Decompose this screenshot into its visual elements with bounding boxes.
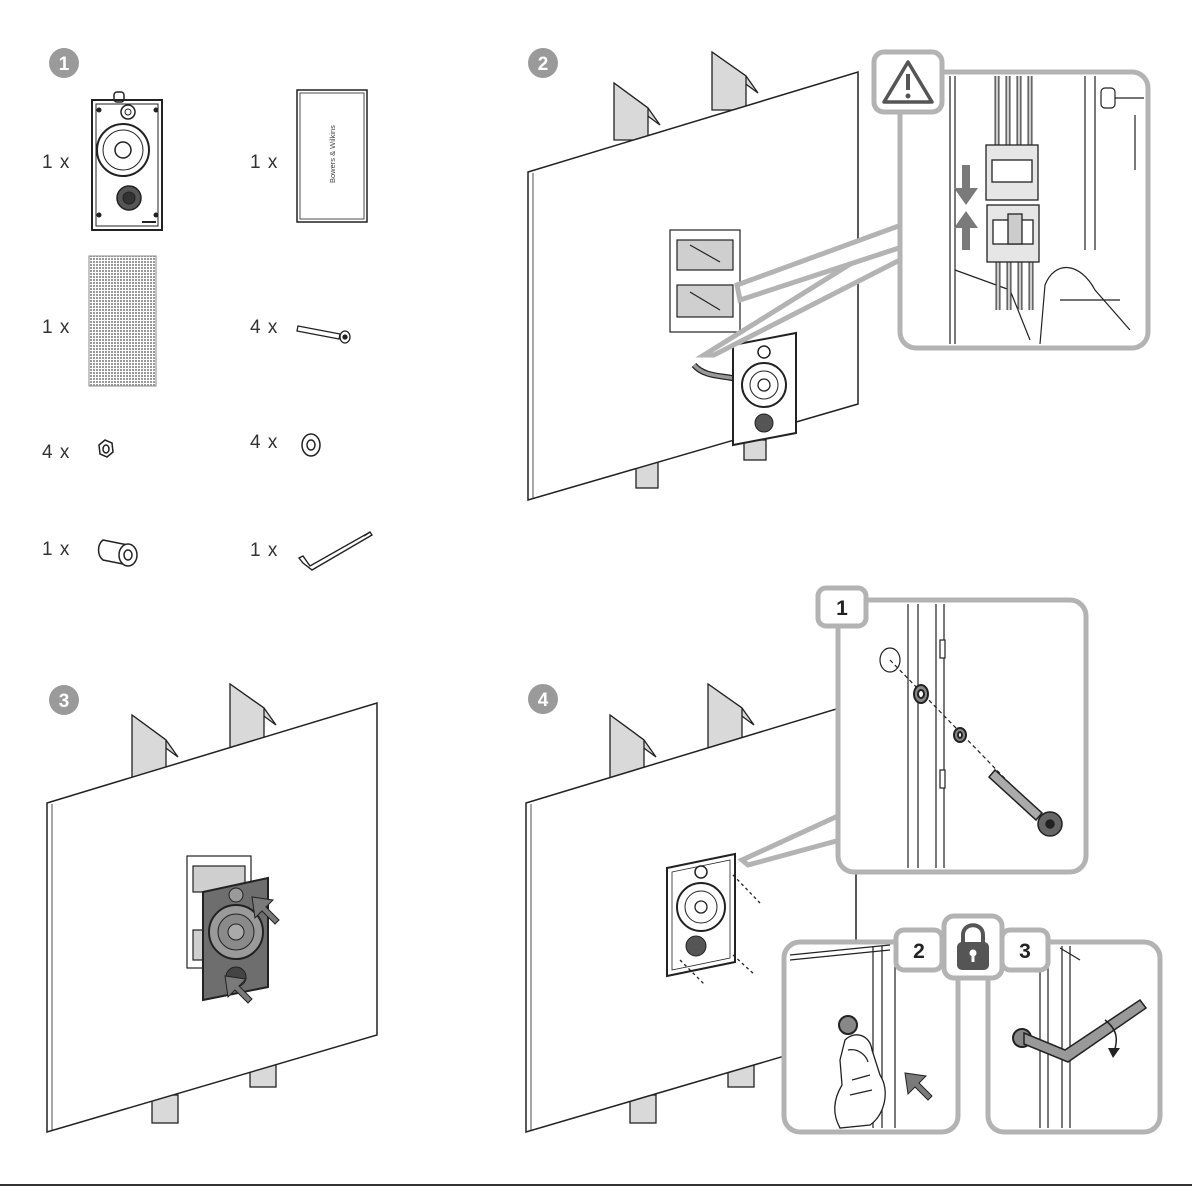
nut-icon [99, 440, 113, 457]
speaker-icon [92, 92, 162, 230]
step-2-number: 2 [538, 54, 549, 75]
detail-2-label: 2 [913, 940, 925, 963]
step-4-badge: 4 [528, 684, 558, 714]
speaker-unit [733, 333, 796, 445]
step-1-section: 1 1 x 1 x Bowers & Wilkins [42, 48, 372, 570]
hand-tighten-detail-callout: 2 [784, 930, 958, 1132]
step-1-number: 1 [59, 54, 70, 75]
grille-quantity: 1 x [42, 317, 70, 338]
step-2-badge: 2 [528, 48, 558, 78]
allen-key-icon [299, 532, 372, 570]
grille-icon [89, 256, 156, 386]
lock-tab [944, 916, 1002, 978]
manual-quantity: 1 x [250, 152, 278, 173]
washer-icon [839, 1016, 857, 1034]
page-bottom-rule [0, 1184, 1192, 1186]
speaker-quantity: 1 x [42, 152, 70, 173]
step-3-badge: 3 [49, 685, 79, 715]
step-4-section: 4 [526, 588, 1160, 1132]
detail-1-label: 1 [836, 597, 848, 620]
manual-icon: Bowers & Wilkins [297, 90, 367, 222]
step-2-section: 2 [528, 48, 1148, 500]
step-1-badge: 1 [49, 48, 79, 78]
washer-quantity: 4 x [250, 432, 278, 453]
sleeve-icon [99, 540, 137, 566]
tool-tighten-detail-callout: 3 [988, 930, 1160, 1132]
nut-quantity: 4 x [42, 442, 70, 463]
nut-icon [954, 728, 966, 742]
bolt-icon [297, 326, 350, 343]
mounting-bracket [670, 230, 740, 332]
step-3-number: 3 [59, 691, 70, 712]
bolt-detail-callout: 1 [818, 588, 1086, 872]
washer-icon [914, 685, 928, 703]
connector-detail-callout [874, 52, 1148, 348]
speaker-unit [667, 854, 735, 976]
step-3-section: 3 [47, 684, 377, 1132]
detail-3-label: 3 [1019, 940, 1031, 963]
manual-brand-text: Bowers & Wilkins [328, 125, 337, 183]
washer-icon [302, 434, 320, 456]
step-4-number: 4 [538, 690, 549, 711]
bolt-quantity: 4 x [250, 317, 278, 338]
sleeve-quantity: 1 x [42, 539, 70, 560]
allen-key-quantity: 1 x [250, 540, 278, 561]
